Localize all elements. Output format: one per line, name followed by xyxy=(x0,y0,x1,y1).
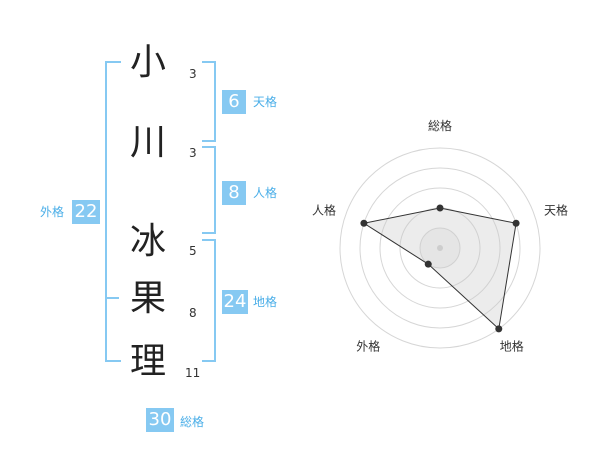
tenkaku-label: 天格 xyxy=(253,95,278,109)
radar-points xyxy=(360,204,520,333)
radar-axis-label: 人格 xyxy=(312,202,336,217)
radar-ring xyxy=(379,187,501,309)
stroke-count-5: 11 xyxy=(185,366,201,380)
name-char-5: 理 xyxy=(129,341,166,382)
chikaku-label: 地格 xyxy=(253,295,278,309)
radar-area xyxy=(362,207,517,330)
stroke-count-1: 3 xyxy=(189,67,197,81)
jinkaku-bracket xyxy=(202,146,216,234)
name-char-4: 果 xyxy=(129,278,166,319)
radar-point-5 xyxy=(360,219,368,227)
radar-ring xyxy=(339,147,541,349)
radar-series-area xyxy=(362,207,517,330)
radar-point-4 xyxy=(424,260,432,268)
radar-point-2 xyxy=(512,219,520,227)
soukaku-badge: 30 xyxy=(146,408,174,432)
stroke-count-4: 8 xyxy=(189,306,197,320)
name-char-2: 川 xyxy=(129,122,166,163)
soukaku-label: 総格 xyxy=(180,415,205,429)
jinkaku-label: 人格 xyxy=(253,186,278,200)
tenkaku-badge: 6 xyxy=(222,90,246,114)
radar-axis-label: 天格 xyxy=(544,202,568,217)
radar-axis-label: 外格 xyxy=(356,339,380,354)
gaikaku-bracket-tick xyxy=(105,297,119,299)
jinkaku-badge: 8 xyxy=(222,181,246,205)
chikaku-bracket xyxy=(202,239,216,362)
radar-point-1 xyxy=(436,204,444,212)
radar-point-3 xyxy=(495,325,503,333)
gaikaku-bracket xyxy=(105,61,121,362)
radar-axis-label: 地格 xyxy=(500,339,524,354)
name-char-3: 冰 xyxy=(129,221,166,262)
radar-axis-label: 総格 xyxy=(428,118,452,133)
gaikaku-badge: 22 xyxy=(72,200,100,224)
chikaku-badge: 24 xyxy=(222,290,248,314)
gaikaku-label: 外格 xyxy=(40,205,65,219)
radar-center-dot xyxy=(437,245,443,251)
name-char-1: 小 xyxy=(129,42,166,83)
stroke-count-2: 3 xyxy=(189,146,197,160)
tenkaku-bracket xyxy=(202,61,216,142)
stroke-count-3: 5 xyxy=(189,244,197,258)
radar-ring xyxy=(359,167,521,329)
